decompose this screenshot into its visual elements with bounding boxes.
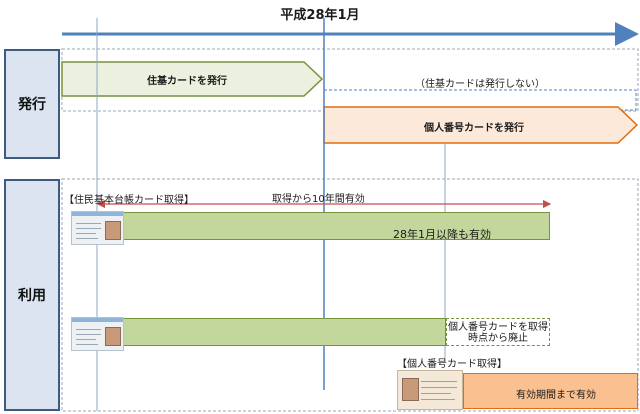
juki-card-image [71, 211, 124, 245]
timeline-title: 平成28年1月 [280, 8, 360, 23]
abolished-label-line2: 時点から廃止 [468, 333, 528, 344]
juki-card-image-2 [71, 317, 124, 351]
juki-card-issue-label: 住基カードを発行 [147, 76, 227, 87]
juki-abolished-dashed-box [446, 318, 550, 346]
valid-until-expiry-label: 有効期間まで有効 [516, 390, 596, 401]
valid-after-jan28-label: 28年1月以降も有効 [393, 228, 491, 241]
valid-10-years-label: 取得から10年間有効 [272, 194, 365, 205]
row-label-use: 利用 [4, 179, 60, 411]
juki-valid-bar [122, 212, 550, 240]
row-label-issue: 発行 [4, 49, 60, 159]
abolished-label-line1: 個人番号カードを取得 [448, 322, 548, 333]
juki-acquired-header: 【住民基本台帳カード取得】 [64, 195, 194, 206]
use-row-frame [61, 178, 639, 412]
mynumber-card-image [397, 370, 463, 410]
mynumber-card-issue-label: 個人番号カードを発行 [424, 123, 524, 134]
mynumber-valid-bar [463, 373, 638, 409]
juki-abolished-bar [122, 318, 446, 346]
mynumber-acquired-header: 【個人番号カード取得】 [397, 359, 507, 370]
juki-card-not-issued-label: （住基カードは発行しない） [415, 79, 545, 90]
juki-issue-arrow-shape [61, 61, 324, 97]
